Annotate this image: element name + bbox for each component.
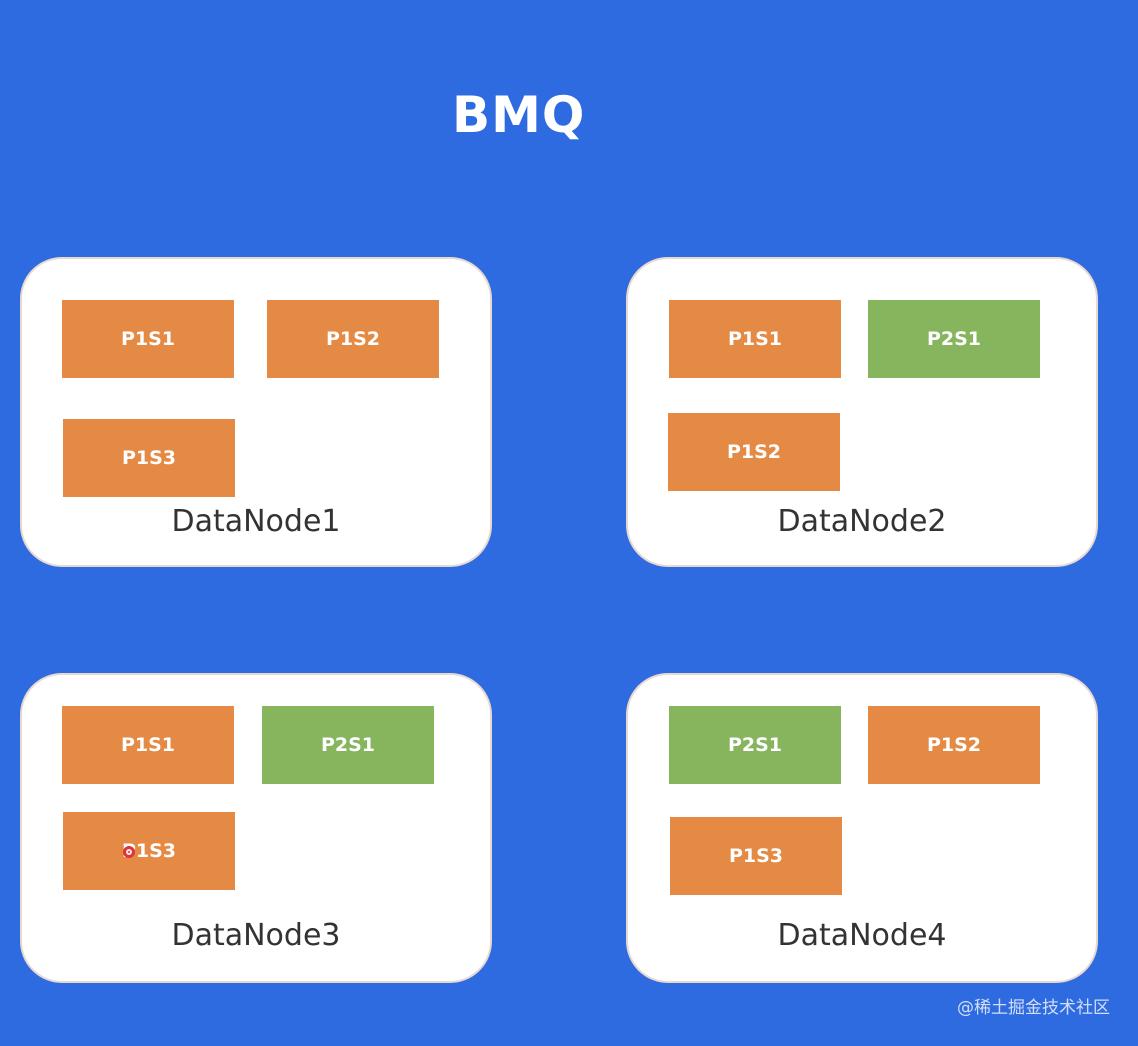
block-p1s1: P1S1 xyxy=(62,706,234,784)
block-p2s1: P2S1 xyxy=(868,300,1040,378)
datanode-2-box: P1S1 P2S1 P1S2 DataNode2 xyxy=(626,257,1098,567)
datanode-3-label: DataNode3 xyxy=(171,918,341,953)
datanode-4-box: P2S1 P1S2 P1S3 DataNode4 xyxy=(626,673,1098,983)
block-p1s3: P1S3 xyxy=(63,812,235,890)
watermark: @稀土掘金技术社区 xyxy=(957,998,1110,1018)
block-p2s1: P2S1 xyxy=(669,706,841,784)
block-p1s3: P1S3 xyxy=(63,419,235,497)
block-p1s2: P1S2 xyxy=(267,300,439,378)
block-p1s2: P1S2 xyxy=(668,413,840,491)
diagram-title: BMQ xyxy=(452,86,586,144)
datanode-2-label: DataNode2 xyxy=(777,504,947,539)
block-p2s1: P2S1 xyxy=(262,706,434,784)
block-p1s3: P1S3 xyxy=(670,817,842,895)
block-p1s2: P1S2 xyxy=(868,706,1040,784)
datanode-1-label: DataNode1 xyxy=(171,504,341,539)
mouse-cursor-marker xyxy=(123,846,135,858)
datanode-3-box: P1S1 P2S1 P1S3 DataNode3 xyxy=(20,673,492,983)
block-p1s1: P1S1 xyxy=(62,300,234,378)
datanode-4-label: DataNode4 xyxy=(777,918,947,953)
block-p1s1: P1S1 xyxy=(669,300,841,378)
datanode-1-box: P1S1 P1S2 P1S3 DataNode1 xyxy=(20,257,492,567)
